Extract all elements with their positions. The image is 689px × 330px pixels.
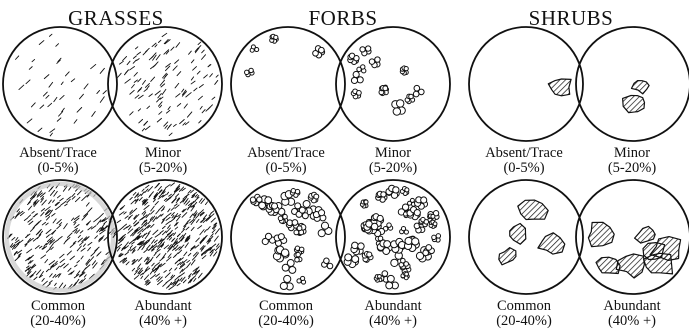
forbs-abundant-caption: Abundant(40% +): [333, 299, 453, 329]
class-label: Absent/Trace: [0, 146, 118, 161]
shrubs-title: SHRUBS: [471, 6, 671, 31]
forbs-common-sample: [231, 180, 345, 294]
shrubs-absent-sample: [469, 27, 583, 141]
grasses-abundant-sample: [108, 180, 222, 294]
grasses-minor-caption: Minor(5-20%): [103, 146, 223, 176]
forbs-minor-caption: Minor(5-20%): [333, 146, 453, 176]
class-range: (5-20%): [333, 161, 453, 176]
class-label: Common: [0, 299, 118, 314]
shrubs-abundant-sample: [576, 180, 689, 294]
grasses-absent-sample: [3, 27, 117, 141]
class-range: (0-5%): [464, 161, 584, 176]
class-range: (5-20%): [572, 161, 689, 176]
grasses-title: GRASSES: [16, 6, 216, 31]
class-label: Common: [226, 299, 346, 314]
grasses-common-sample: [3, 180, 117, 294]
class-range: (40% +): [103, 314, 223, 329]
shrubs-minor-caption: Minor(5-20%): [572, 146, 689, 176]
forbs-common-caption: Common(20-40%): [226, 299, 346, 329]
grasses-minor-sample: [108, 27, 222, 141]
class-label: Abundant: [103, 299, 223, 314]
class-label: Absent/Trace: [464, 146, 584, 161]
grasses-common-caption: Common(20-40%): [0, 299, 118, 329]
forbs-minor-sample: [336, 27, 450, 141]
class-range: (20-40%): [464, 314, 584, 329]
grasses-absent-caption: Absent/Trace(0-5%): [0, 146, 118, 176]
shrubs-common-sample: [469, 180, 583, 294]
class-label: Abundant: [333, 299, 453, 314]
shrubs-abundant-caption: Abundant(40% +): [572, 299, 689, 329]
class-label: Abundant: [572, 299, 689, 314]
forbs-absent-caption: Absent/Trace(0-5%): [226, 146, 346, 176]
class-range: (20-40%): [0, 314, 118, 329]
class-label: Minor: [103, 146, 223, 161]
class-range: (0-5%): [226, 161, 346, 176]
forbs-abundant-sample: [336, 180, 450, 294]
shrubs-absent-caption: Absent/Trace(0-5%): [464, 146, 584, 176]
class-label: Absent/Trace: [226, 146, 346, 161]
shrubs-minor-sample: [576, 27, 689, 141]
grasses-abundant-caption: Abundant(40% +): [103, 299, 223, 329]
forbs-absent-sample: [231, 27, 345, 141]
class-label: Common: [464, 299, 584, 314]
class-range: (40% +): [572, 314, 689, 329]
shrubs-common-caption: Common(20-40%): [464, 299, 584, 329]
class-range: (40% +): [333, 314, 453, 329]
class-label: Minor: [333, 146, 453, 161]
class-range: (0-5%): [0, 161, 118, 176]
class-range: (20-40%): [226, 314, 346, 329]
class-range: (5-20%): [103, 161, 223, 176]
forbs-title: FORBS: [243, 6, 443, 31]
class-label: Minor: [572, 146, 689, 161]
